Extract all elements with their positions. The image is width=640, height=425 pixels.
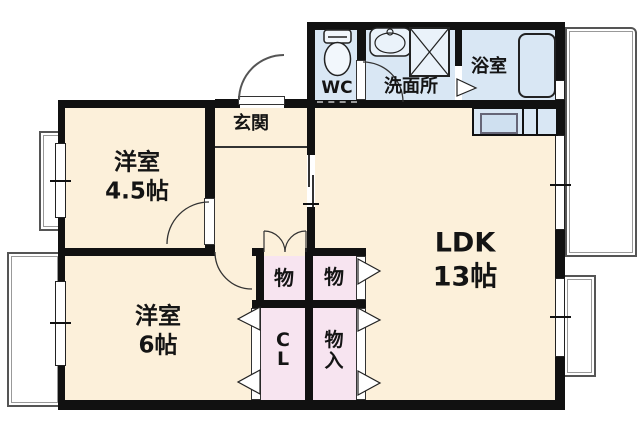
room-label-wc: WC [321,77,353,98]
closet-storage-hall [264,256,305,300]
entrance-door-arc [238,54,285,101]
sliding-door-line [312,175,314,207]
room-label-bathroom: 浴室 [471,56,507,78]
wall-segment [307,99,315,155]
window-tick [50,322,71,324]
door-leaf-washroom [356,60,366,100]
closet-cl [261,308,305,400]
room-label-entrance: 玄関 [233,113,269,135]
closet-storage-ldk-upper [313,256,357,300]
sliding-door-tick [303,203,319,205]
bathtub-icon [518,33,556,98]
wall-segment [307,22,315,108]
entrance-step-line [215,146,307,148]
wall-segment [357,30,366,60]
window-tick [50,180,71,182]
wall-segment [256,248,264,308]
wc-door-dashed [317,101,357,103]
wall-segment [58,366,65,410]
wall-segment [307,100,565,108]
wall-segment [555,100,565,135]
door-leaf-room45 [204,198,215,245]
balcony-inner-line [569,31,633,253]
wall-segment [205,100,215,198]
toilet-icon [323,29,352,77]
window-ldk-upper [555,135,565,230]
wall-segment [307,22,565,30]
door-leaf-storage-lower [356,308,366,400]
wall-segment [58,248,215,256]
balcony-inner-line [567,279,592,373]
wall-segment [58,100,215,108]
washing-machine-icon [409,27,450,77]
wall-segment [58,400,565,410]
balcony-top-right [565,27,637,257]
wall-segment [306,248,366,256]
wall-segment [555,230,565,278]
window-tick [550,184,571,186]
counter-divider [522,109,524,134]
closet-storage-ldk-lower [313,308,357,400]
room-label-washroom: 洗面所 [384,76,438,98]
wall-segment [455,30,462,66]
balcony-inner-line [11,256,58,403]
door-leaf-entrance [238,96,285,105]
closet-label-storage-hall: 物 [274,266,294,290]
wall-segment [252,300,305,308]
window-bathroom [555,80,565,100]
wall-segment [215,99,240,108]
sliding-door [307,155,315,207]
room-label-ldk: LDK 13帖 [432,227,498,292]
room-label-western-6: 洋室 6帖 [135,303,181,358]
door-leaf-storage-upper [356,256,366,300]
wall-segment [555,357,565,410]
wall-segment [284,99,307,108]
closet-label-cl: C L [276,329,290,370]
door-leaf-closet-cl [251,308,261,400]
wall-segment [307,207,315,256]
counter-divider [536,109,538,134]
kitchen-counter [472,107,558,136]
wall-segment [58,100,65,143]
wall-segment [555,22,565,80]
wall-segment [313,300,366,308]
sliding-door-line [308,155,310,187]
wall-segment [305,248,313,400]
kitchen-sink [480,113,518,134]
closet-label-storage-lower: 物 入 [324,329,344,372]
window-tick [550,316,571,318]
balcony-bottom-right [563,275,596,377]
balcony-left-lower [7,252,62,407]
closet-label-storage-upper: 物 [324,265,344,289]
room-label-western-4-5: 洋室 4.5帖 [105,149,169,204]
sink-icon [369,27,412,57]
